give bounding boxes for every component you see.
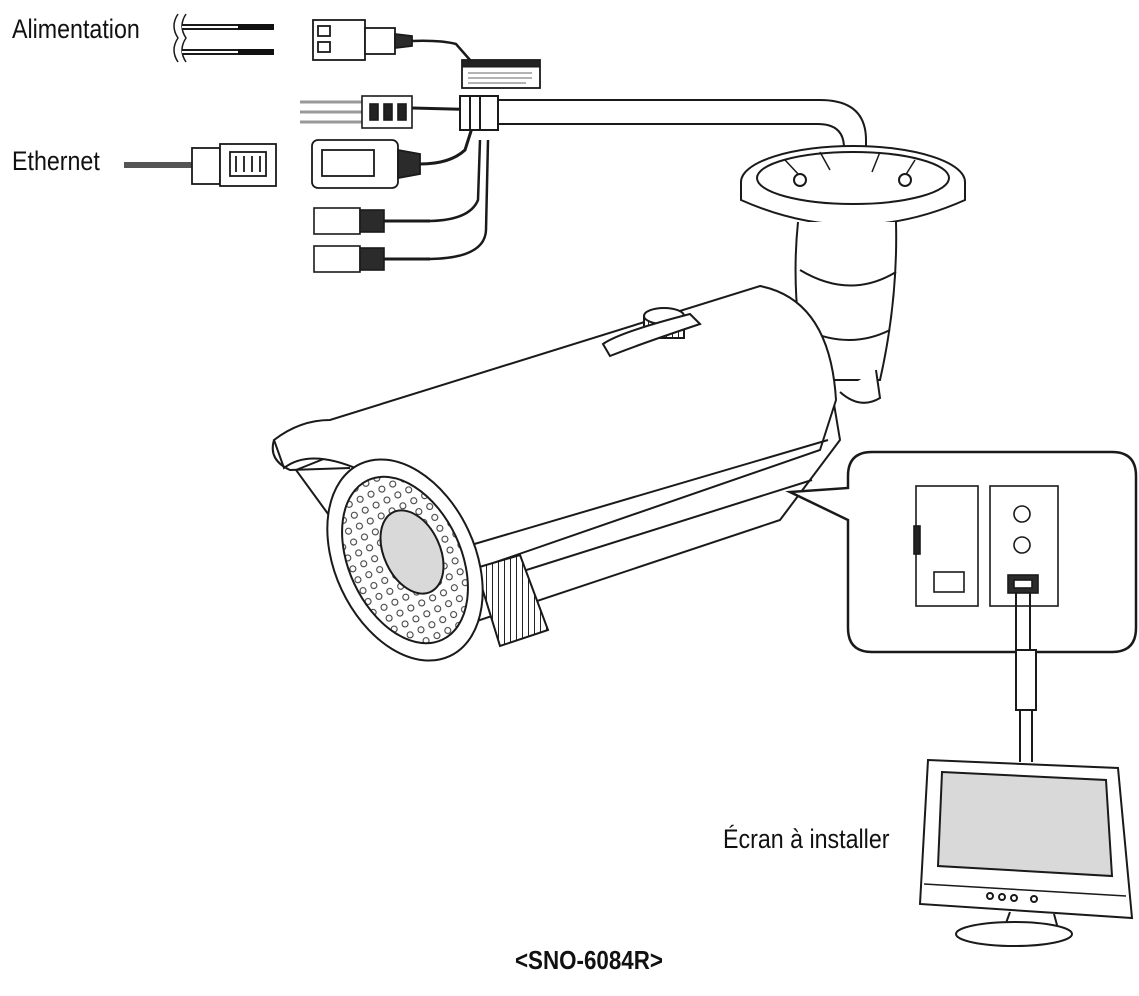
power-wires-icon: [173, 13, 274, 63]
io-connector: [300, 95, 491, 129]
power-label: Alimentation: [12, 14, 140, 44]
cable-warning-tag: [461, 59, 541, 89]
video-out-port-detail: [913, 485, 1059, 650]
bullet-camera-icon: [271, 145, 966, 662]
lcd-monitor-icon: [918, 758, 1134, 947]
model-caption: <SNO-6084R>: [515, 945, 663, 975]
rj45-plug-icon: [124, 143, 277, 187]
ethernet-socket: [311, 127, 474, 189]
terminal-block-connector-icon: [312, 19, 471, 61]
video-connectors: [313, 139, 490, 273]
ethernet-label: Ethernet: [12, 146, 100, 176]
monitor-cable: [1015, 649, 1037, 762]
monitor-label: Écran à installer: [723, 824, 890, 854]
